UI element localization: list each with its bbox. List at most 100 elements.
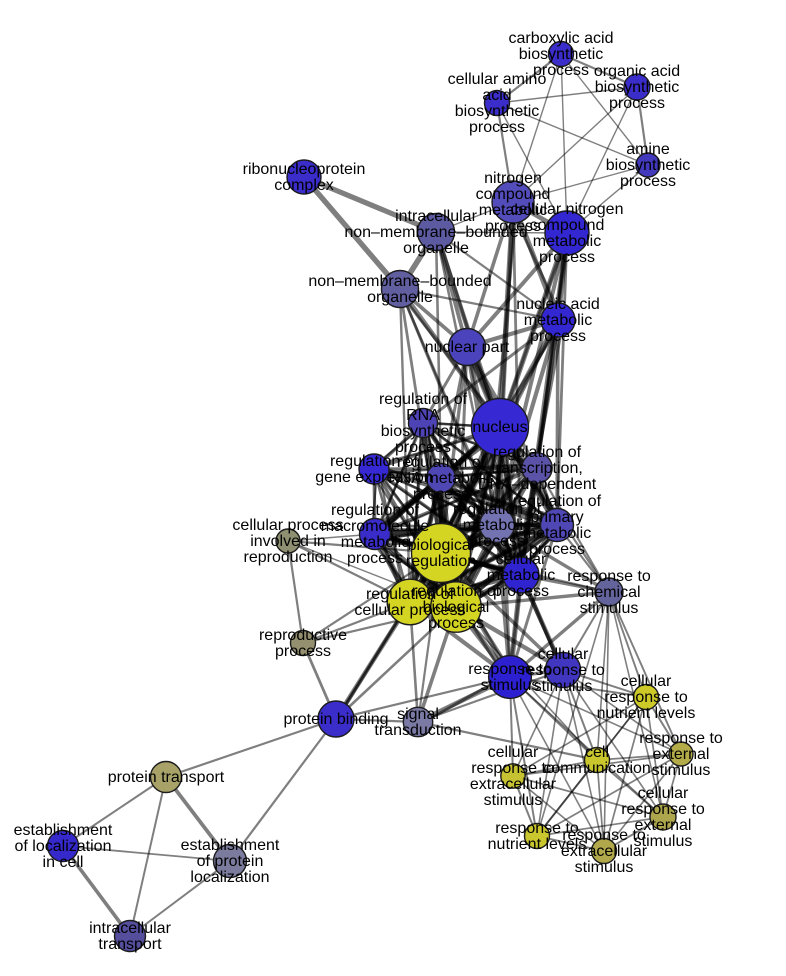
svg-text:localization: localization xyxy=(190,869,269,886)
svg-text:response to: response to xyxy=(567,568,651,585)
svg-text:cellular process: cellular process xyxy=(354,602,465,619)
svg-text:non–membrane–bounded: non–membrane–bounded xyxy=(308,273,491,290)
svg-text:transcription,: transcription, xyxy=(491,460,583,477)
svg-text:process: process xyxy=(413,486,469,503)
svg-text:involved in: involved in xyxy=(250,533,326,550)
svg-text:nuclear part: nuclear part xyxy=(425,339,510,356)
svg-text:metabolic: metabolic xyxy=(341,534,409,551)
svg-text:gene expression: gene expression xyxy=(315,469,432,486)
svg-text:biosynthetic: biosynthetic xyxy=(519,46,604,63)
svg-text:cellular: cellular xyxy=(496,551,547,568)
svg-text:nutrient levels: nutrient levels xyxy=(488,836,587,853)
svg-text:process: process xyxy=(485,218,541,235)
svg-text:stimulus: stimulus xyxy=(634,833,693,850)
svg-text:regulation of: regulation of xyxy=(513,493,602,510)
svg-text:communication: communication xyxy=(543,760,651,777)
svg-text:transduction: transduction xyxy=(374,722,461,739)
svg-text:carboxylic acid: carboxylic acid xyxy=(509,30,614,47)
svg-text:process: process xyxy=(533,62,589,79)
svg-text:of protein: of protein xyxy=(197,853,264,870)
svg-text:macromolecule: macromolecule xyxy=(321,518,430,535)
svg-text:response to: response to xyxy=(621,801,705,818)
svg-text:stimulus: stimulus xyxy=(484,792,543,809)
svg-text:metabolic: metabolic xyxy=(479,202,547,219)
svg-text:response to: response to xyxy=(468,661,552,678)
svg-text:response to: response to xyxy=(604,689,688,706)
svg-text:biosynthetic: biosynthetic xyxy=(455,103,540,120)
svg-text:biological: biological xyxy=(408,537,475,554)
svg-text:external: external xyxy=(653,746,710,763)
svg-text:process: process xyxy=(395,439,451,456)
svg-text:nucleus: nucleus xyxy=(472,419,527,436)
svg-text:cell: cell xyxy=(585,744,609,761)
svg-text:response to: response to xyxy=(562,827,646,844)
svg-text:process: process xyxy=(469,533,525,550)
svg-text:reproductive: reproductive xyxy=(259,627,347,644)
svg-text:RNA: RNA xyxy=(406,407,440,424)
svg-text:process: process xyxy=(275,643,331,660)
svg-text:biological: biological xyxy=(423,599,490,616)
svg-text:protein transport: protein transport xyxy=(108,769,225,786)
svg-text:organic acid: organic acid xyxy=(594,63,680,80)
svg-text:process: process xyxy=(469,119,525,136)
svg-text:metabolic: metabolic xyxy=(523,525,591,542)
svg-text:metabolic: metabolic xyxy=(487,567,555,584)
svg-text:organelle: organelle xyxy=(367,289,433,306)
svg-text:regulation of: regulation of xyxy=(331,502,420,519)
svg-text:transport: transport xyxy=(98,936,162,953)
svg-text:stimulus: stimulus xyxy=(580,600,639,617)
svg-text:establishment: establishment xyxy=(181,837,280,854)
svg-text:cellular: cellular xyxy=(488,744,539,761)
svg-text:protein binding: protein binding xyxy=(284,711,389,728)
svg-text:signal: signal xyxy=(397,706,439,723)
svg-text:RNA metabolic: RNA metabolic xyxy=(388,470,494,487)
svg-text:extracellular: extracellular xyxy=(470,776,557,793)
svg-text:cellular: cellular xyxy=(638,785,689,802)
svg-text:in cell: in cell xyxy=(43,854,84,871)
svg-text:stimulus: stimulus xyxy=(652,762,711,779)
svg-text:cellular: cellular xyxy=(621,673,672,690)
svg-text:compound: compound xyxy=(476,186,551,203)
svg-text:external: external xyxy=(635,817,692,834)
svg-text:acid: acid xyxy=(482,87,511,104)
svg-text:cellular: cellular xyxy=(538,646,589,663)
svg-text:regulation of: regulation of xyxy=(379,391,468,408)
svg-text:of localization: of localization xyxy=(15,838,112,855)
svg-text:nucleic acid: nucleic acid xyxy=(516,296,600,313)
svg-text:organelle: organelle xyxy=(403,240,469,257)
svg-text:process: process xyxy=(609,95,665,112)
svg-text:ribonucleoprotein: ribonucleoprotein xyxy=(243,161,366,178)
svg-text:non–membrane–bounded: non–membrane–bounded xyxy=(344,224,527,241)
svg-text:regulation of: regulation of xyxy=(397,454,486,471)
svg-text:regulation: regulation xyxy=(406,553,476,570)
svg-text:DNA–dependent: DNA–dependent xyxy=(478,476,597,493)
svg-text:cellular amino: cellular amino xyxy=(448,71,547,88)
svg-text:primary: primary xyxy=(530,509,583,526)
svg-text:process: process xyxy=(620,173,676,190)
svg-text:stimulus: stimulus xyxy=(534,678,593,695)
svg-text:response to: response to xyxy=(521,662,605,679)
svg-text:nitrogen: nitrogen xyxy=(484,170,542,187)
svg-text:complex: complex xyxy=(274,177,334,194)
svg-text:intracellular: intracellular xyxy=(395,208,477,225)
svg-text:regulation of: regulation of xyxy=(330,453,419,470)
svg-text:stimulus: stimulus xyxy=(575,859,634,876)
svg-text:regulation of: regulation of xyxy=(493,444,582,461)
svg-text:chemical: chemical xyxy=(577,584,640,601)
svg-text:reproduction: reproduction xyxy=(244,549,333,566)
svg-text:process: process xyxy=(347,550,403,567)
svg-text:biosynthetic: biosynthetic xyxy=(595,79,680,96)
svg-text:regulation of: regulation of xyxy=(453,501,542,518)
svg-text:biosynthetic: biosynthetic xyxy=(381,423,466,440)
svg-text:establishment: establishment xyxy=(14,822,113,839)
svg-text:cellular process: cellular process xyxy=(232,517,343,534)
svg-text:biosynthetic: biosynthetic xyxy=(606,157,691,174)
svg-text:metabolic: metabolic xyxy=(533,233,601,250)
svg-text:regulation of: regulation of xyxy=(412,583,501,600)
svg-text:extracellular: extracellular xyxy=(561,843,648,860)
svg-text:cellular nitrogen: cellular nitrogen xyxy=(511,201,624,218)
svg-text:amine: amine xyxy=(626,141,670,158)
svg-text:process: process xyxy=(529,541,585,558)
svg-text:process: process xyxy=(493,583,549,600)
svg-text:stimulus: stimulus xyxy=(481,677,540,694)
